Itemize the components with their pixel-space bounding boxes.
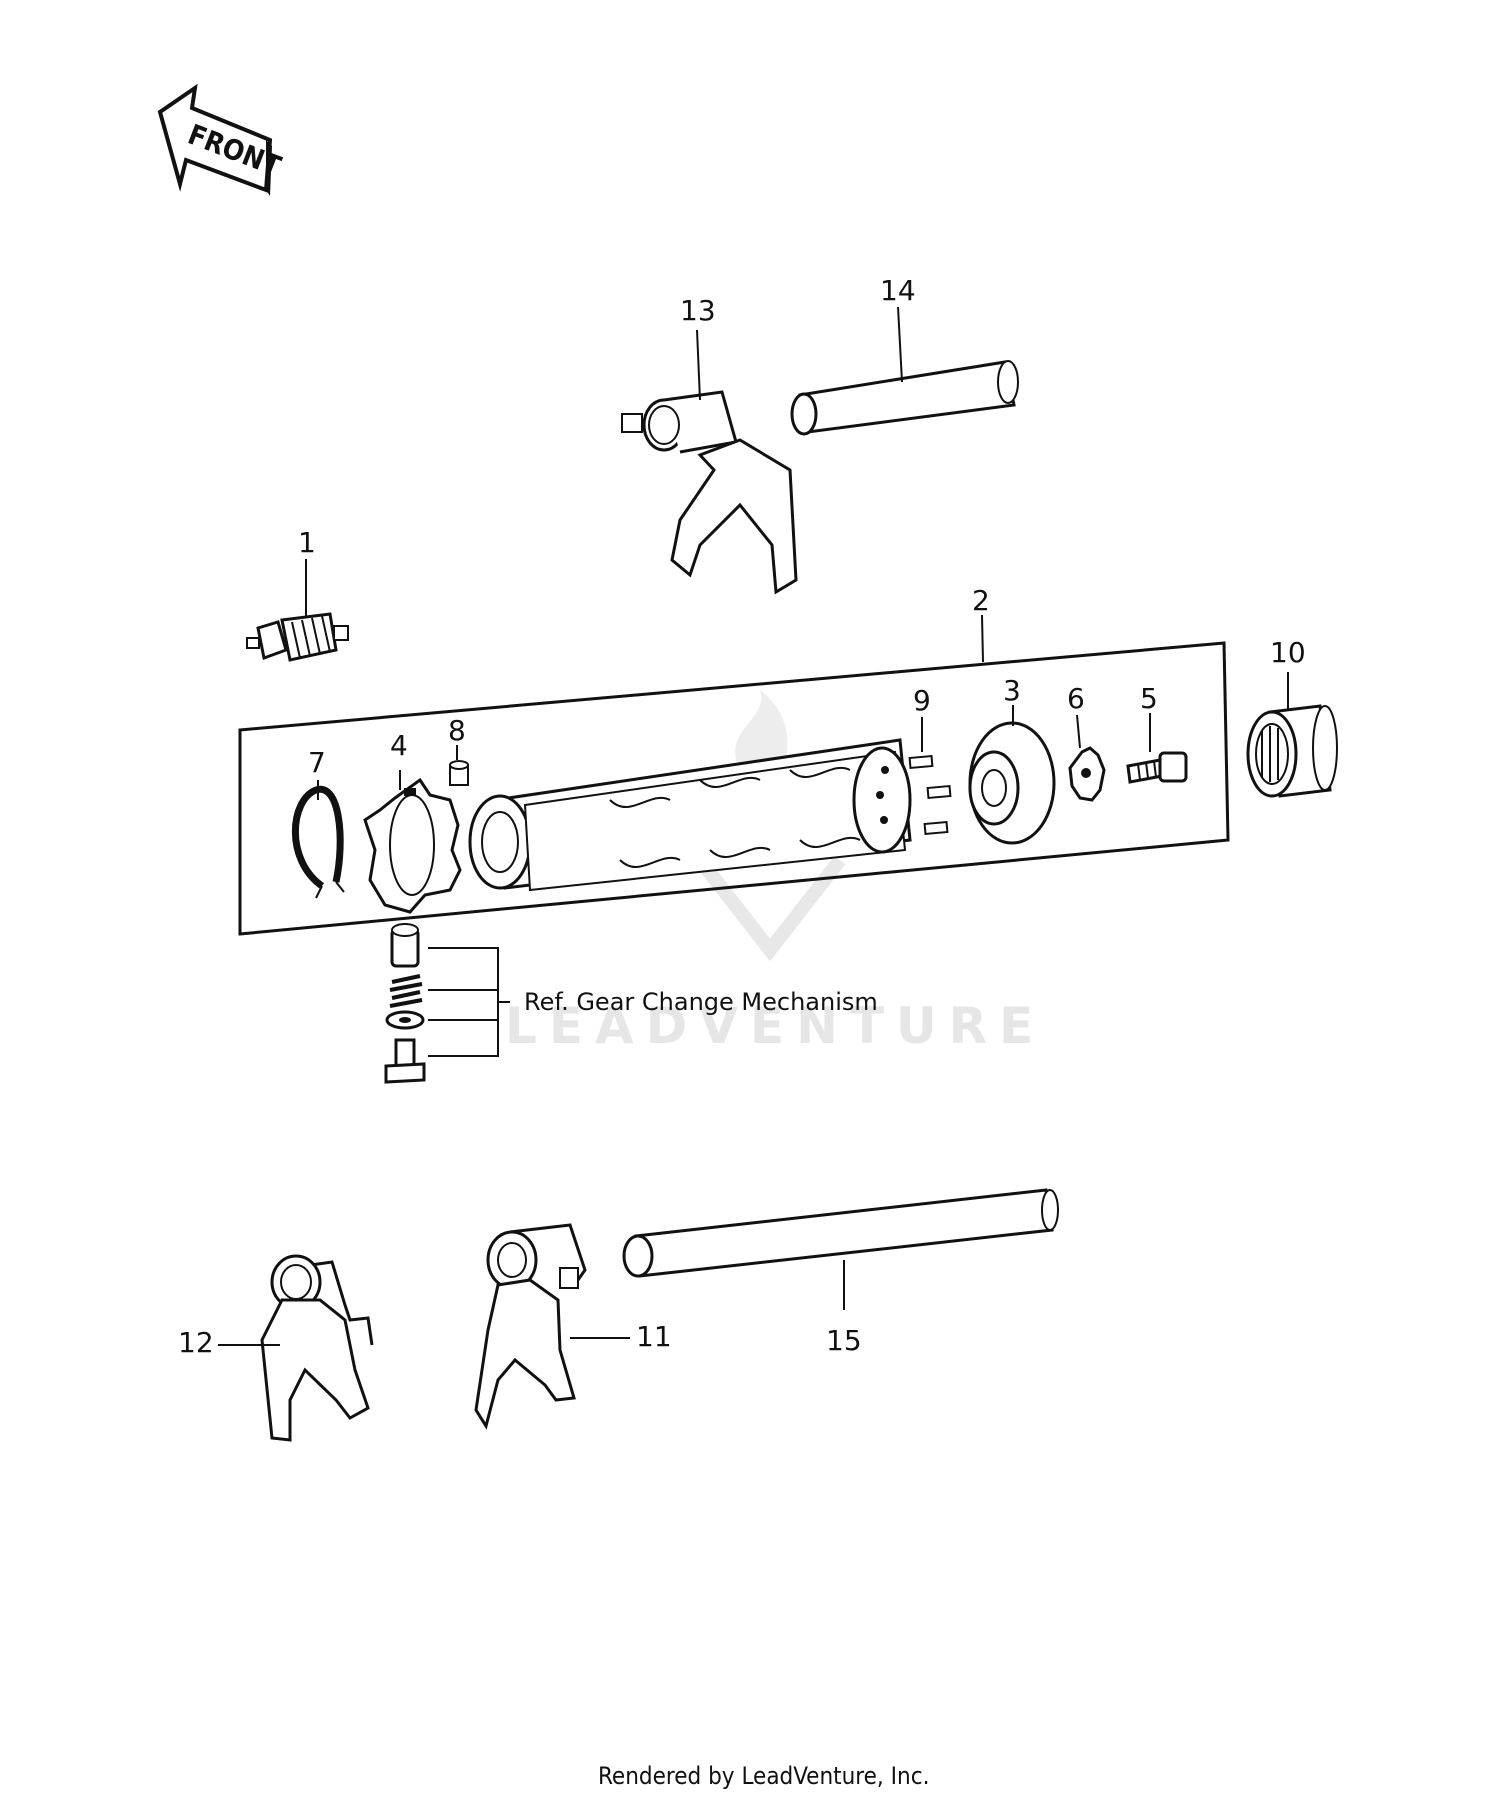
callout-12: 12 [178,1326,214,1359]
callout-14: 14 [880,274,916,307]
shift-drum [468,738,912,892]
reference-note: Ref. Gear Change Mechanism [524,988,878,1016]
pins-9 [908,754,952,836]
bolt-5 [1126,751,1188,784]
callout-11: 11 [636,1320,672,1353]
callout-6: 6 [1067,682,1085,715]
callout-3: 3 [1003,674,1021,707]
shift-rod-14 [790,360,1019,436]
shift-fork-11 [474,1223,587,1430]
cam-plate-3 [968,721,1056,845]
callout-2: 2 [972,584,990,617]
callout-15: 15 [826,1324,862,1357]
circlip-7 [291,785,345,899]
callout-9: 9 [913,684,931,717]
pin-8 [449,760,469,786]
callout-7: 7 [308,746,326,779]
leader-lines [218,306,1289,1346]
shift-fork-13 [621,390,798,595]
needle-bearing-10 [1246,704,1338,798]
neutral-switch-1 [246,612,349,662]
callout-labels: 1 2 3 4 5 6 7 8 9 10 11 12 13 14 15 [178,274,1306,1359]
footer-credit: Rendered by LeadVenture, Inc. [598,1762,929,1790]
pin-plate-6 [1068,746,1106,802]
shift-rod-15 [622,1188,1059,1278]
gear-change-parts [384,923,510,1084]
callout-10: 10 [1270,636,1306,669]
callout-5: 5 [1140,682,1158,715]
callout-1: 1 [298,526,316,559]
star-plate-4 [363,777,462,914]
callout-8: 8 [448,714,466,747]
shift-fork-12 [260,1254,374,1442]
drum-assembly-frame-2 [238,641,1230,936]
callout-4: 4 [390,729,408,762]
front-arrow-icon: FRONT [157,83,286,196]
callout-13: 13 [680,294,716,327]
watermark-text: LEADVENTURE [505,997,1045,1055]
